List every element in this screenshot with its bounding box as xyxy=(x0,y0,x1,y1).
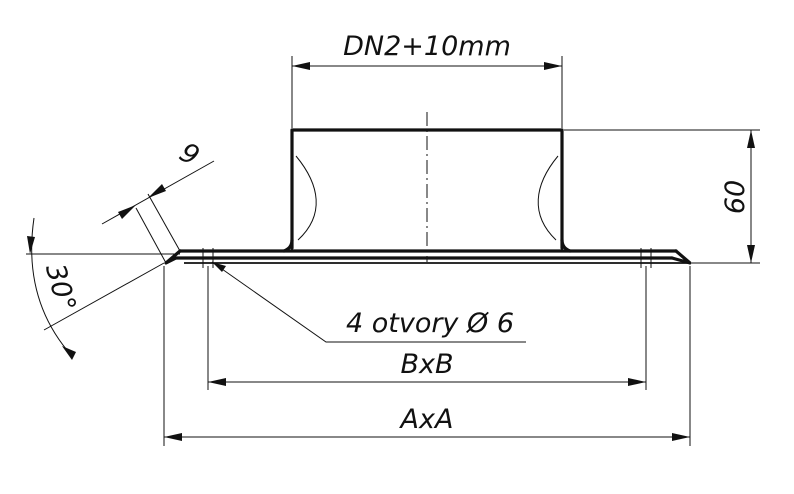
label-overall-width: AxA xyxy=(399,404,454,435)
dim-flange-thickness xyxy=(101,160,215,225)
dim-neck-width xyxy=(292,62,562,70)
part-outline xyxy=(164,128,692,268)
leader-holes xyxy=(211,261,526,343)
dim-hole-spacing xyxy=(208,378,646,386)
hole-right xyxy=(640,248,652,268)
label-hole-spacing: BxB xyxy=(400,349,453,380)
label-holes: 4 otvory Ø 6 xyxy=(346,308,514,339)
label-flange-thickness: 9 xyxy=(174,137,204,172)
hole-left xyxy=(202,248,214,268)
dim-neck-height xyxy=(747,130,755,263)
neck-right-curve xyxy=(537,155,559,241)
dim-angle xyxy=(27,217,76,360)
label-neck-width: DN2+10mm xyxy=(343,31,511,62)
extension-lines xyxy=(26,56,760,446)
label-neck-height: 60 xyxy=(720,180,751,214)
flange-right-lip xyxy=(670,249,692,265)
neck-left-curve xyxy=(295,155,317,241)
label-angle: 30° xyxy=(39,261,81,315)
dim-overall-width xyxy=(164,433,690,441)
